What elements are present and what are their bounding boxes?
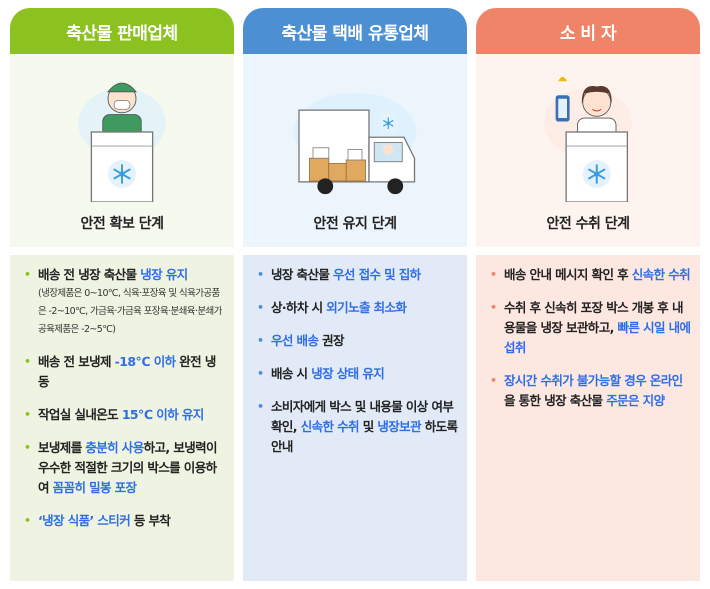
text: 냉장 축산물	[271, 267, 334, 282]
text: 작업실 실내온도	[38, 407, 122, 422]
column-title: 축산물 택배 유통업체	[243, 8, 467, 54]
highlight-text: ‘냉장 식품’ 스티커	[38, 513, 131, 528]
text: 상·하차 시	[271, 300, 327, 315]
stage-label: 안전 유지 단계	[313, 216, 397, 232]
illustration-panel: 안전 유지 단계	[243, 54, 467, 247]
highlight-text: 신속한 수취	[631, 267, 691, 282]
column-1: 축산물 판매업체 안전 확보 단계	[10, 8, 234, 247]
guideline-panel: 배송 안내 메시지 확인 후 신속한 수취수취 후 신속히 포장 박스 개봉 후…	[476, 255, 700, 581]
column-title: 축산물 판매업체	[10, 8, 234, 54]
guideline-panel: 냉장 축산물 우선 접수 및 집하상·하차 시 외기노출 최소화우선 배송 권장…	[243, 255, 467, 581]
seller-with-cooler-box-icon	[78, 82, 166, 202]
highlight-text: 빠른 시일 내에 섭취	[504, 320, 691, 355]
text: 배송 전 보냉제	[38, 354, 115, 369]
highlight-text: 충분히 사용	[85, 440, 144, 455]
highlight-text: -18℃ 이하	[114, 354, 176, 369]
guideline-panel: 배송 전 냉장 축산물 냉장 유지 (냉장제품은 0~10℃, 식육·포장육 및 …	[10, 255, 234, 581]
guideline-item: 배송 시 냉장 상태 유지	[257, 364, 459, 384]
guideline-item: 배송 전 냉장 축산물 냉장 유지 (냉장제품은 0~10℃, 식육·포장육 및 …	[24, 265, 226, 339]
guideline-item: 소비자에게 박스 및 내용물 이상 여부 확인, 신속한 수취 및 냉장보관 하…	[257, 397, 459, 457]
highlight-text: 장시간 수취가 불가능할 경우 온라인	[504, 373, 683, 388]
guideline-list: 배송 안내 메시지 확인 후 신속한 수취수취 후 신속히 포장 박스 개봉 후…	[490, 265, 692, 411]
column-2: 축산물 택배 유통업체 안전 유지 단계	[243, 8, 467, 247]
highlight-text: 외기노출 최소화	[326, 300, 407, 315]
illustration-panel: 안전 확보 단계	[10, 54, 234, 247]
column-3: 소 비 자 안전 수취 단계	[476, 8, 700, 247]
text: 을 통한 냉장 축산물	[504, 393, 607, 408]
text: 완전 냉동	[38, 354, 216, 389]
guideline-item: 작업실 실내온도 15℃ 이하 유지	[24, 405, 226, 425]
text: 수취 후 신속히 포장 박스 개봉 후 내용물을 냉장 보관하고,	[504, 300, 683, 335]
guideline-item: 수취 후 신속히 포장 박스 개봉 후 내용물을 냉장 보관하고, 빠른 시일 …	[490, 298, 692, 358]
text: 및	[358, 419, 378, 434]
text: 하도록 안내	[271, 419, 458, 454]
text: 배송 안내 메시지 확인 후	[504, 267, 632, 282]
text: 하고, 보냉력이 우수한 적절한 크기의 박스를 이용하여	[38, 440, 218, 495]
highlight-text: 신속한 수취	[300, 419, 360, 434]
guideline-item: 배송 전 보냉제 -18℃ 이하 완전 냉동	[24, 352, 226, 392]
highlight-text: 주문은 지양	[606, 393, 665, 408]
guideline-list: 배송 전 냉장 축산물 냉장 유지 (냉장제품은 0~10℃, 식육·포장육 및 …	[24, 265, 226, 531]
text: 권장	[318, 333, 344, 348]
text: 등 부착	[130, 513, 171, 528]
guideline-item: 장시간 수취가 불가능할 경우 온라인을 통한 냉장 축산물 주문은 지양	[490, 371, 692, 411]
highlight-text: 냉장 유지	[140, 267, 188, 282]
delivery-truck-icon	[293, 92, 417, 195]
illustration-panel: 안전 수취 단계	[476, 54, 700, 247]
highlight-text: 우선 접수 및 집하	[333, 267, 421, 282]
text: 보냉제를	[38, 440, 86, 455]
text: 배송 시	[271, 366, 312, 381]
highlight-text: 꼼꼼히 밀봉 포장	[52, 480, 137, 495]
stage-label: 안전 수취 단계	[546, 216, 630, 232]
stage-label: 안전 확보 단계	[80, 216, 164, 232]
temperature-note: (냉장제품은 0~10℃, 식육·포장육 및 식육가공품은 -2~10℃, 가금…	[38, 288, 222, 335]
guideline-item: ‘냉장 식품’ 스티커 등 부착	[24, 511, 226, 531]
highlight-text: 냉장보관	[377, 419, 421, 434]
text: 소비자에게 박스 및 내용물 이상 여부 확인,	[271, 399, 454, 434]
guideline-item: 우선 배송 권장	[257, 331, 459, 351]
highlight-text: 냉장 상태 유지	[311, 366, 385, 381]
consumer-with-phone-and-box-icon	[544, 76, 632, 202]
column-title: 소 비 자	[476, 8, 700, 54]
guideline-list: 냉장 축산물 우선 접수 및 집하상·하차 시 외기노출 최소화우선 배송 권장…	[257, 265, 459, 457]
guideline-item: 상·하차 시 외기노출 최소화	[257, 298, 459, 318]
guideline-item: 냉장 축산물 우선 접수 및 집하	[257, 265, 459, 285]
guideline-item: 보냉제를 충분히 사용하고, 보냉력이 우수한 적절한 크기의 박스를 이용하여…	[24, 438, 226, 498]
guideline-item: 배송 안내 메시지 확인 후 신속한 수취	[490, 265, 692, 285]
highlight-text: 우선 배송	[271, 333, 319, 348]
text: 배송 전 냉장 축산물	[38, 267, 141, 282]
highlight-text: 15℃ 이하 유지	[121, 407, 204, 422]
